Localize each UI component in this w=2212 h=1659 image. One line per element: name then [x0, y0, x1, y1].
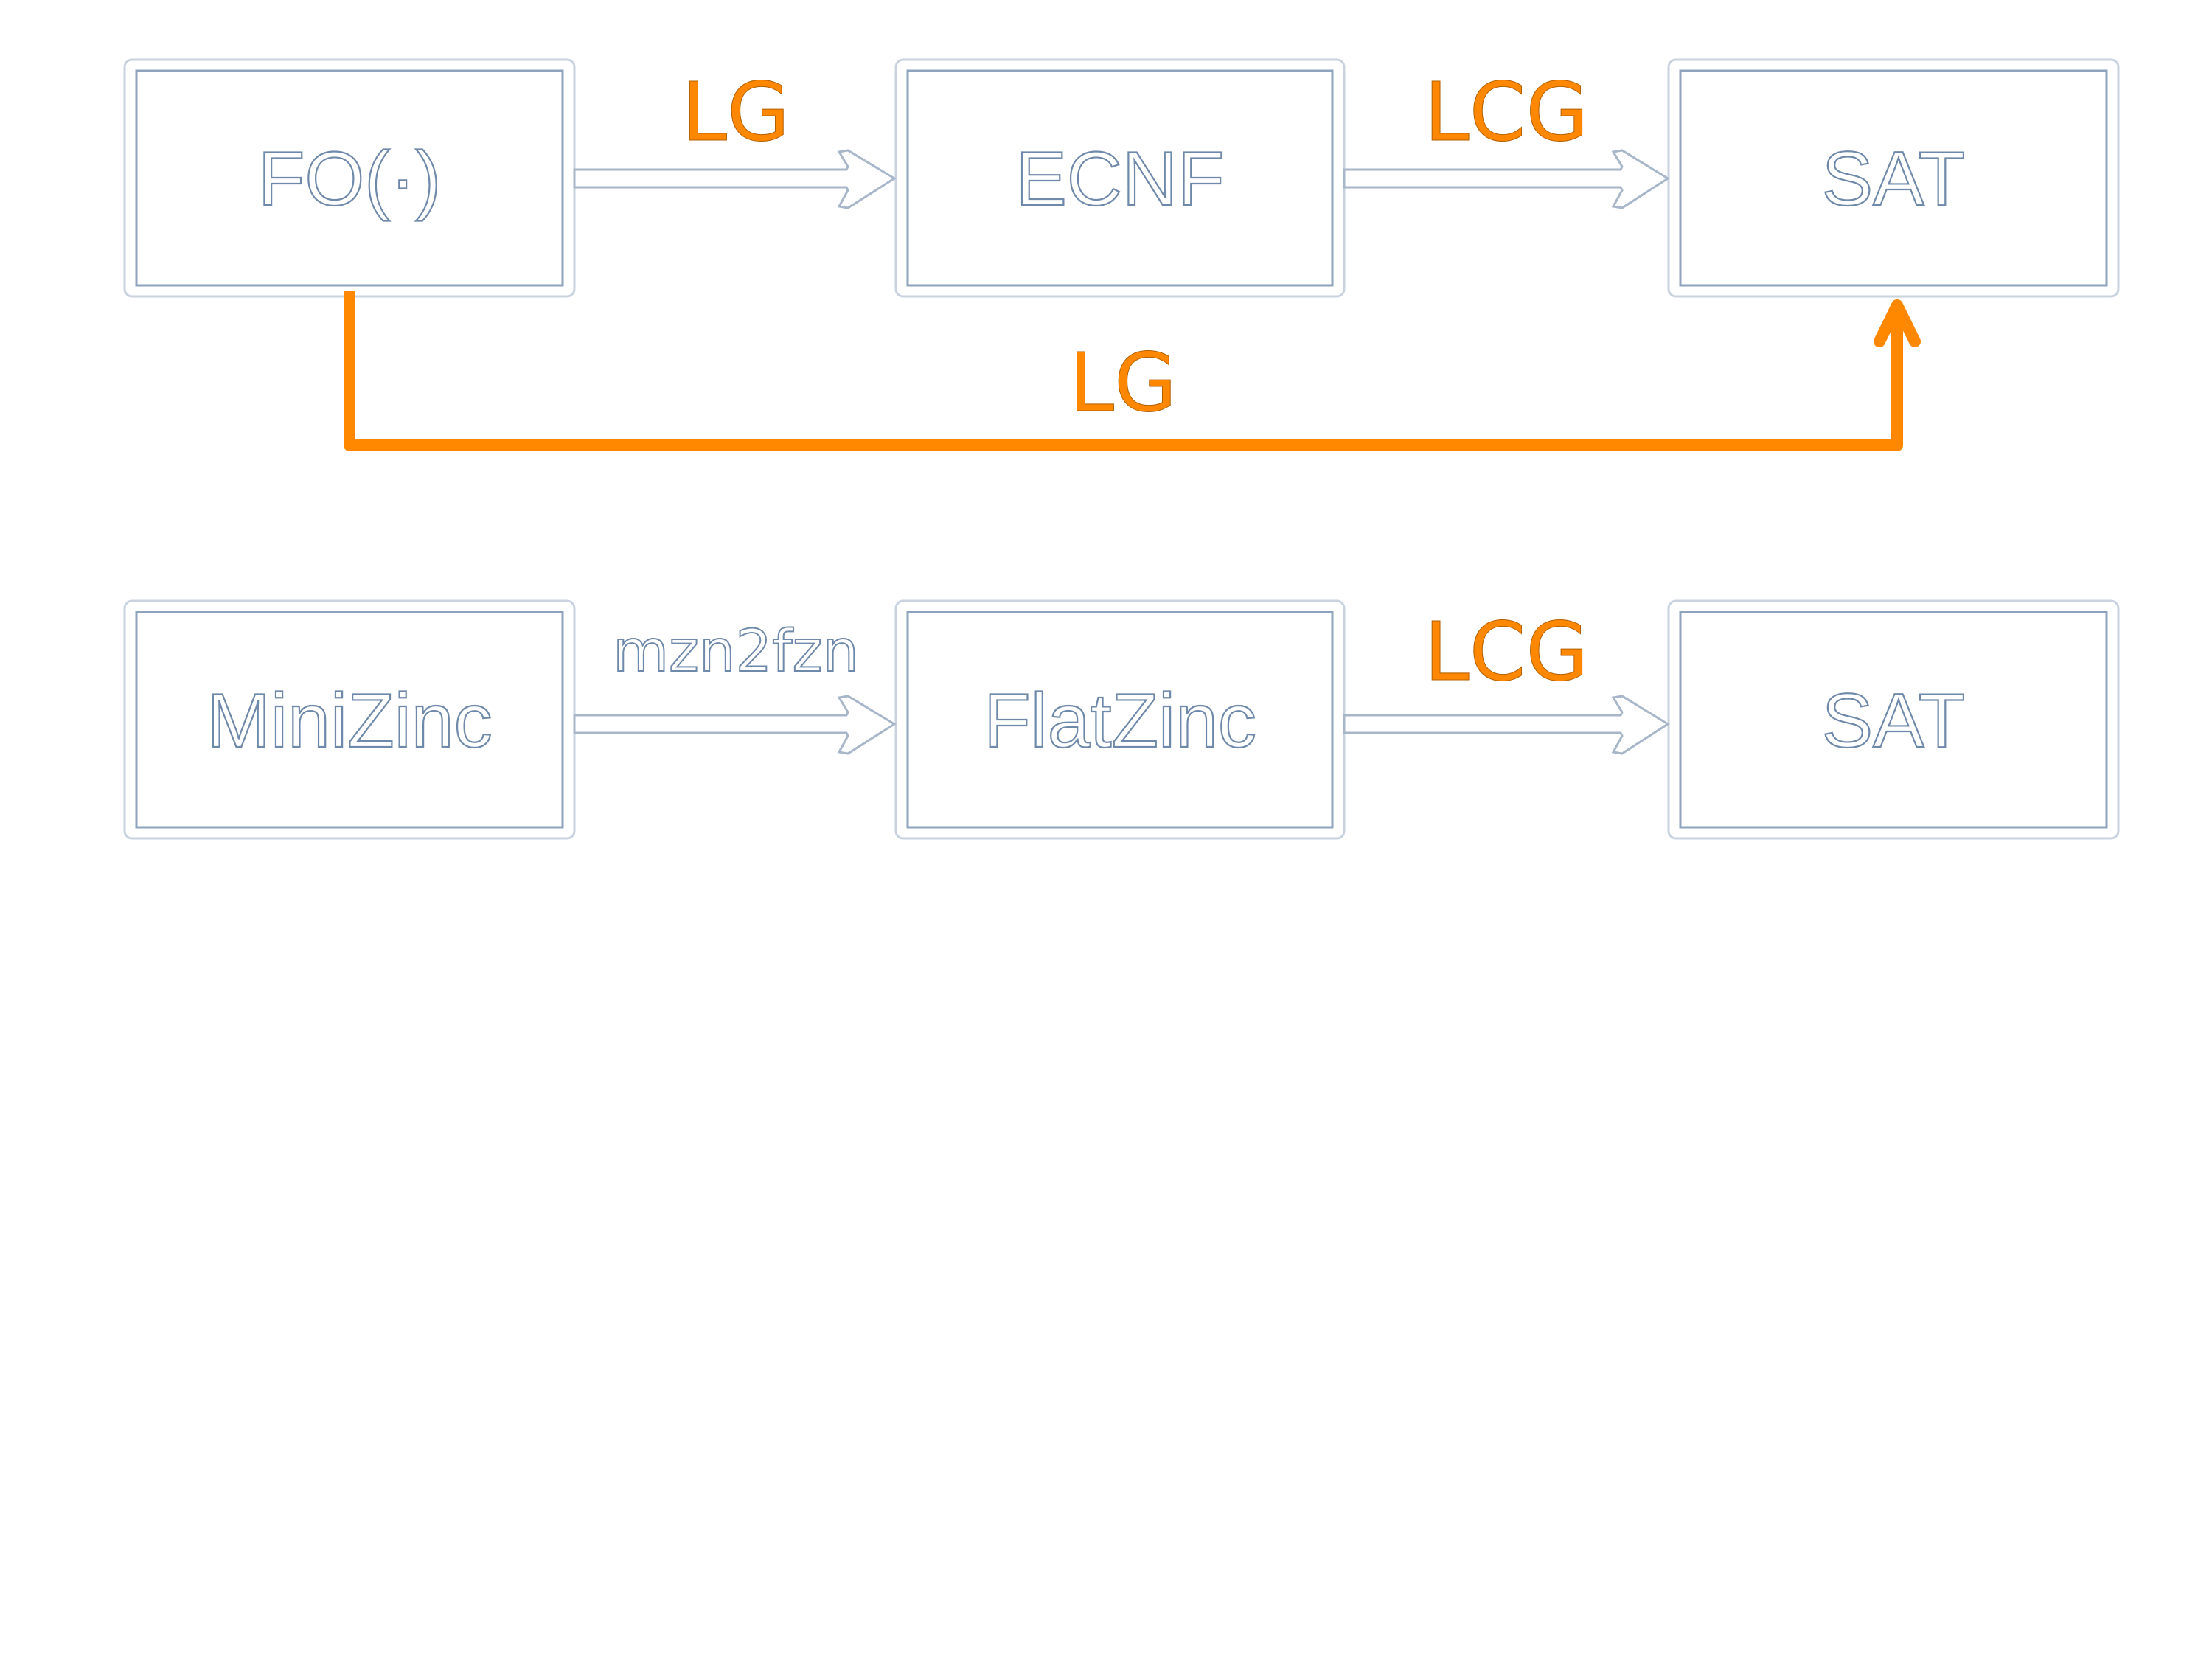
arrow-flatzinc-to-sat: [1343, 695, 1670, 755]
node-sat-bottom: SAT: [1667, 599, 2120, 840]
node-label: FlatZinc: [984, 678, 1256, 764]
node-fo: FO(·): [123, 58, 576, 298]
node-label: MiniZinc: [206, 678, 492, 764]
node-ecnf: ECNF: [894, 58, 1346, 298]
edge-label-lcg: LCG: [1424, 65, 1588, 159]
node-label: FO(·): [258, 136, 441, 222]
node-flatzinc: FlatZinc: [894, 599, 1346, 840]
arrow-minizinc-to-flatzinc: [573, 695, 897, 755]
node-sat-top: SAT: [1667, 58, 2120, 298]
node-label: SAT: [1822, 136, 1966, 222]
node-minizinc: MiniZinc: [123, 599, 576, 840]
arrow-fo-to-sat-direct: [344, 291, 1921, 451]
arrow-fo-to-ecnf: [573, 149, 897, 209]
edge-label-lg: LG: [682, 65, 790, 159]
node-label: SAT: [1822, 678, 1966, 764]
arrow-ecnf-to-sat: [1343, 149, 1670, 209]
edge-label-lg-direct: LG: [1069, 335, 1178, 430]
edge-label-mzn2fzn: mzn2fzn: [613, 619, 859, 685]
edge-label-lcg: LCG: [1424, 605, 1588, 699]
node-label: ECNF: [1015, 136, 1224, 222]
